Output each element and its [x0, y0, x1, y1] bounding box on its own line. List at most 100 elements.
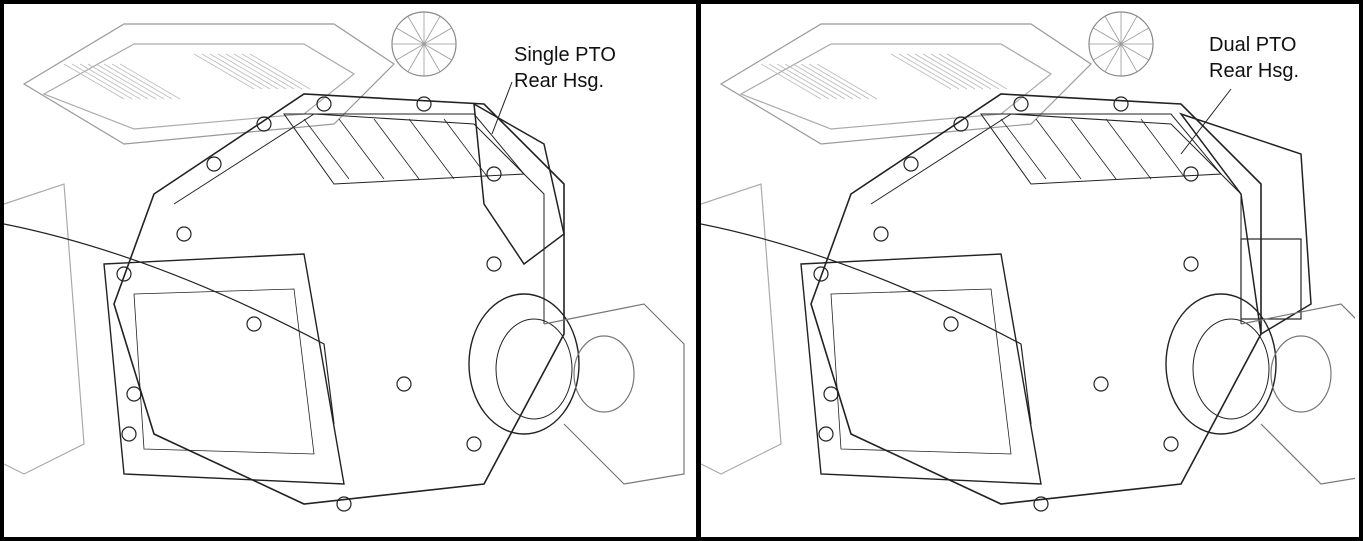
bolt-head	[121, 426, 137, 442]
bolt-head	[246, 316, 262, 332]
cover-rib	[1070, 118, 1117, 180]
cooling-fin	[63, 63, 125, 100]
fan-blade	[1120, 43, 1138, 72]
output-flange	[1165, 293, 1277, 435]
cooling-fin	[103, 63, 165, 100]
control-module-cover	[739, 43, 1053, 130]
fan-blade	[1120, 27, 1149, 45]
cooling-fin	[119, 63, 181, 100]
top-cover	[980, 113, 1223, 185]
bolt-head	[176, 226, 192, 242]
bolt-head	[416, 96, 432, 112]
panel-dual-pto: Dual PTO Rear Hsg.	[701, 4, 1355, 537]
cover-rib	[1140, 118, 1187, 180]
bolt-head	[466, 436, 482, 452]
fan-blade	[407, 16, 425, 45]
cover-rib	[303, 118, 350, 180]
cooling-fin	[800, 63, 862, 100]
bolt-head	[206, 156, 222, 172]
bolt-head	[316, 96, 332, 112]
dual-pto-label: Dual PTO Rear Hsg.	[1209, 32, 1299, 84]
bolt-head	[126, 386, 142, 402]
cover-rib	[1105, 118, 1152, 180]
housing-rib	[870, 113, 1242, 324]
bolt-head	[1183, 256, 1199, 272]
bolt-head	[953, 116, 969, 132]
cooling-fin	[241, 53, 303, 90]
panel-divider	[696, 0, 701, 541]
cooling-fin	[233, 53, 295, 90]
top-cover	[283, 113, 526, 185]
fan-blade	[1093, 43, 1122, 61]
cooling-fin	[914, 53, 976, 90]
bolt-head	[486, 256, 502, 272]
cooling-fin	[249, 53, 311, 90]
control-module-outline	[719, 23, 1092, 145]
transmission-housing	[113, 93, 565, 505]
yoke-bore	[573, 335, 635, 413]
fan-blade	[396, 27, 425, 45]
bolt-head	[1013, 96, 1029, 112]
fan-blade	[1093, 27, 1122, 45]
bolt-head	[823, 386, 839, 402]
driveline-yoke	[543, 303, 685, 485]
fan-blade	[407, 43, 425, 72]
fan-blade	[1104, 16, 1122, 45]
bolt-head	[1113, 96, 1129, 112]
label-line-2: Rear Hsg.	[514, 70, 605, 92]
cooling-fin	[890, 53, 952, 90]
bolt-head	[116, 266, 132, 282]
output-seal	[1192, 318, 1270, 420]
cooling-fin	[225, 53, 287, 90]
fan-blade	[1120, 16, 1138, 45]
bolt-head	[813, 266, 829, 282]
driveline-yoke	[1240, 303, 1355, 485]
cooling-fin	[792, 63, 854, 100]
cooling-fin	[946, 53, 1008, 90]
housing-rib	[173, 113, 545, 324]
cooling-fin	[201, 53, 263, 90]
yoke-bore	[1270, 335, 1332, 413]
cooling-fin	[816, 63, 878, 100]
fan-blade	[423, 43, 452, 61]
cover-rib	[1035, 118, 1082, 180]
bolt-head	[943, 316, 959, 332]
bolt-head	[903, 156, 919, 172]
single-pto-label: Single PTO Rear Hsg.	[514, 42, 616, 94]
cooling-fin	[209, 53, 271, 90]
fan-blade	[396, 43, 425, 61]
cooling-fin	[906, 53, 968, 90]
label-line-2: Rear Hsg.	[1209, 60, 1300, 82]
label-line-1: Dual PTO	[1209, 34, 1297, 56]
breather-tube	[701, 223, 1032, 425]
cooling-fin	[776, 63, 838, 100]
fan-blade	[1104, 43, 1122, 72]
cover-rib	[1000, 118, 1047, 180]
panel-single-pto: Single PTO Rear Hsg.	[4, 4, 696, 537]
oil-pan	[103, 253, 345, 485]
cooling-fin	[193, 53, 255, 90]
fan-blade	[1120, 43, 1149, 61]
oil-pan-inner	[133, 288, 315, 455]
bolt-head	[1093, 376, 1109, 392]
breather-tube	[4, 223, 335, 425]
engine-block-outline	[4, 183, 85, 475]
cooling-fin	[95, 63, 157, 100]
control-module-cover	[42, 43, 356, 130]
dual-pto-transmission-drawing	[701, 11, 1355, 512]
single-pto-transmission-drawing	[4, 11, 685, 512]
label-leader-line	[1180, 88, 1232, 155]
bolt-head	[486, 166, 502, 182]
label-line-1: Single PTO	[514, 44, 616, 66]
label-leader-line	[491, 81, 513, 135]
fan-blade	[423, 16, 441, 45]
bolt-head	[1033, 496, 1049, 512]
bolt-head	[336, 496, 352, 512]
cooling-fin	[87, 63, 149, 100]
bolt-head	[818, 426, 834, 442]
single-pto-rear-housing	[473, 102, 565, 266]
cover-rib	[338, 118, 385, 180]
oil-pan-inner	[830, 288, 1012, 455]
cooling-fin	[938, 53, 1000, 90]
